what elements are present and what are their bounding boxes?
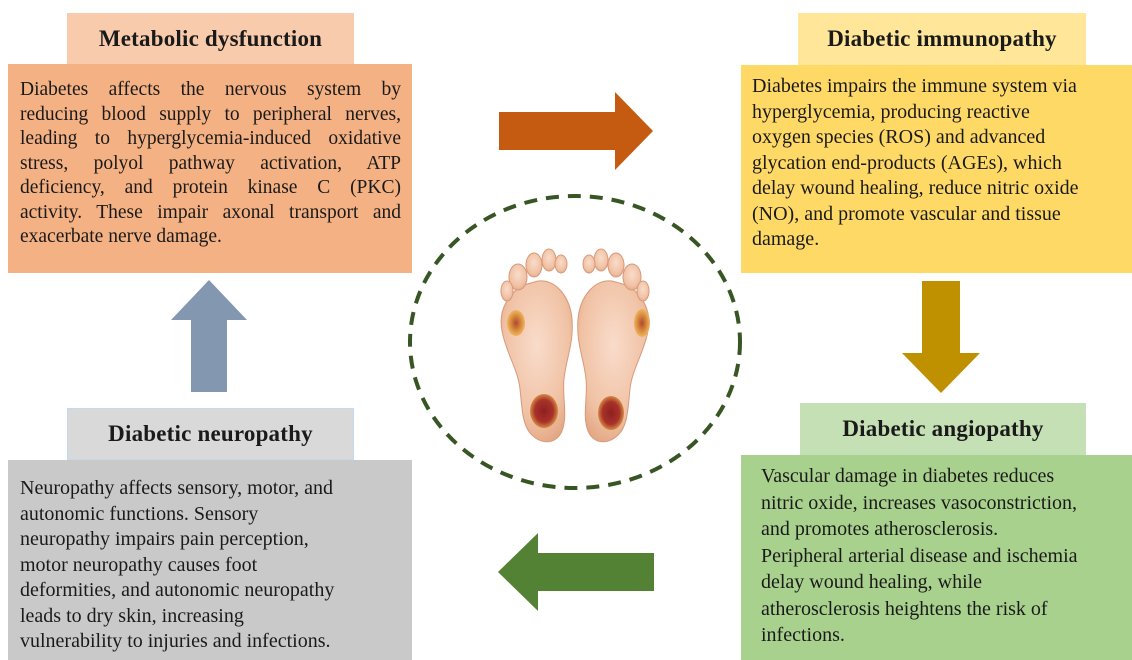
text-line: (NO), and promote vascular and tissue — [752, 202, 1132, 228]
text-line: vulnerability to injuries and infections… — [20, 629, 412, 655]
text-line: deformities, and autonomic neuropathy — [20, 578, 412, 604]
text-line: Peripheral arterial disease and ischemia — [761, 543, 1132, 570]
text-line: Diabetes impairs the immune system via — [752, 74, 1132, 100]
arrow-right-shape — [499, 92, 653, 170]
right-foot — [578, 249, 650, 442]
arrow-down-shape — [902, 281, 980, 393]
diabetic-angiopathy-text: Vascular damage in diabetes reduces nitr… — [741, 455, 1132, 660]
text-line: Diabetes affects the nervous system by — [20, 78, 401, 103]
text-line: Neuropathy affects sensory, motor, and — [20, 476, 412, 502]
text-line: oxygen species (ROS) and advanced — [752, 125, 1132, 151]
text-line: infections. — [761, 622, 1132, 649]
text-line: and promotes atherosclerosis. — [761, 516, 1132, 543]
text-line: autonomic functions. Sensory — [20, 502, 412, 528]
text-line: activity. These impair axonal transport … — [20, 201, 401, 226]
text-line: damage. — [752, 227, 1132, 253]
arrow-up-icon — [171, 280, 247, 392]
diabetic-angiopathy-title: Diabetic angiopathy — [800, 403, 1086, 455]
arrow-right-icon — [499, 92, 653, 170]
dashed-circle — [410, 196, 740, 488]
diabetic-neuropathy-title: Diabetic neuropathy — [67, 408, 354, 460]
text-line: nitric oxide, increases vasoconstriction… — [761, 490, 1132, 517]
metabolic-dysfunction-text: Diabetes affects the nervous system by r… — [8, 64, 412, 273]
text-line: glycation end-products (AGEs), which — [752, 151, 1132, 177]
text-line: reducing blood supply to peripheral nerv… — [20, 103, 401, 128]
text-line: motor neuropathy causes foot — [20, 553, 412, 579]
text-line: leading to hyperglycemia-induced oxidati… — [20, 127, 401, 152]
text-line: hyperglycemia, producing reactive — [752, 100, 1132, 126]
text-line: delay wound healing, reduce nitric oxide — [752, 176, 1132, 202]
metabolic-dysfunction-title: Metabolic dysfunction — [67, 13, 354, 64]
text-line: atherosclerosis heightens the risk of — [761, 596, 1132, 623]
arrow-left-icon — [498, 533, 654, 611]
text-line: stress, polyol pathway activation, ATP — [20, 152, 401, 177]
left-foot — [501, 249, 572, 442]
arrow-left-shape — [498, 533, 654, 611]
diabetic-immunopathy-text: Diabetes impairs the immune system via h… — [741, 65, 1132, 273]
text-line: leads to dry skin, increasing — [20, 604, 412, 630]
text-line: neuropathy impairs pain perception, — [20, 527, 412, 553]
diabetic-immunopathy-title: Diabetic immunopathy — [798, 13, 1086, 65]
text-line: Vascular damage in diabetes reduces — [761, 463, 1132, 490]
arrow-up-shape — [171, 280, 247, 392]
diabetic-neuropathy-text: Neuropathy affects sensory, motor, and a… — [8, 460, 412, 660]
feet-ulcer-illustration — [406, 193, 744, 500]
text-line: exacerbate nerve damage. — [20, 225, 401, 250]
text-line: delay wound healing, while — [761, 569, 1132, 596]
arrow-down-icon — [902, 281, 980, 393]
text-line: deficiency, and protein kinase C (PKC) — [20, 176, 401, 201]
